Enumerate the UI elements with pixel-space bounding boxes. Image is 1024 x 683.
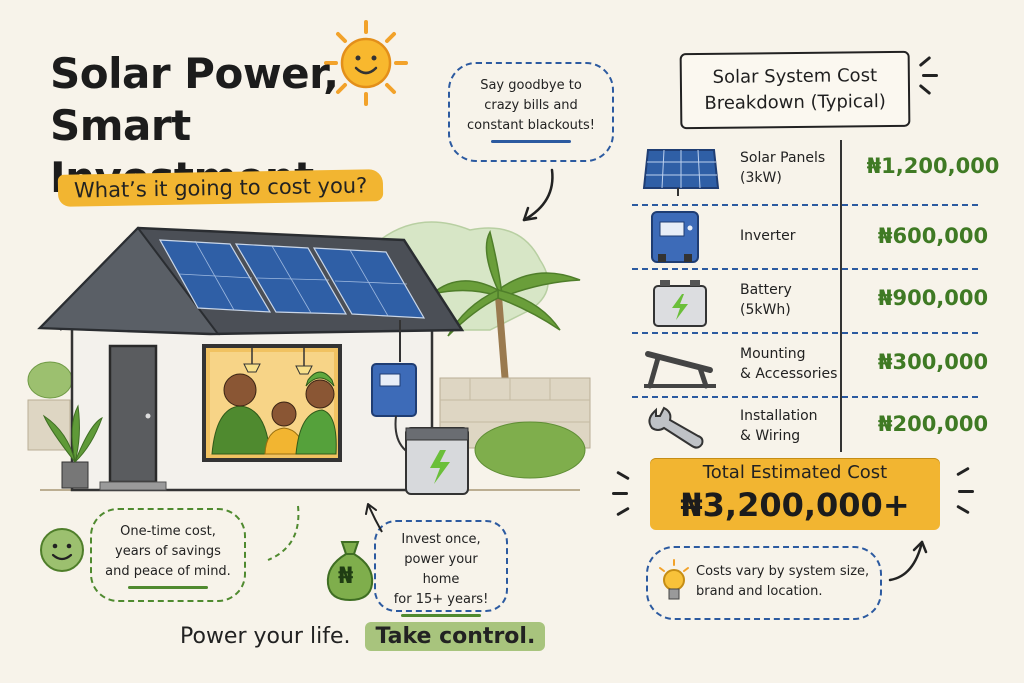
cost-note-bubble: Costs vary by system size, brand and loc… bbox=[646, 546, 882, 620]
total-cost-box: Total Estimated Cost ₦3,200,000+ bbox=[650, 458, 940, 530]
savings-bubble: One-time cost, years of savings and peac… bbox=[90, 508, 246, 602]
cost-amount: ₦1,200,000 bbox=[866, 154, 1000, 178]
row-divider bbox=[632, 204, 978, 206]
money-bag-icon bbox=[326, 541, 374, 602]
arrow-icon bbox=[522, 168, 554, 222]
wrench-icon bbox=[648, 406, 704, 449]
money-bag-symbol: ₦ bbox=[338, 564, 354, 589]
house-illustration bbox=[27, 221, 591, 495]
blackouts-bubble: Say goodbye to crazy bills and constant … bbox=[448, 62, 614, 162]
total-label: Total Estimated Cost bbox=[702, 462, 888, 483]
row-divider bbox=[632, 268, 978, 270]
dashed-arrow-icon bbox=[267, 505, 300, 561]
smiley-face-icon bbox=[40, 528, 84, 572]
cost-row-solar-panels: Solar Panels (3kW) ₦1,200,000 bbox=[640, 140, 999, 202]
cost-row-mounting: Mounting & Accessories ₦300,000 bbox=[640, 336, 990, 398]
cost-row-installation: Installation & Wiring ₦200,000 bbox=[640, 398, 990, 460]
lightbulb-icon bbox=[659, 559, 689, 600]
tagline-part1: Power your life. bbox=[180, 624, 351, 649]
breakdown-title: Solar System Cost Breakdown (Typical) bbox=[679, 50, 911, 130]
cost-row-inverter: Inverter ₦600,000 bbox=[640, 206, 990, 268]
row-divider bbox=[632, 332, 978, 334]
cost-amount: ₦200,000 bbox=[877, 412, 989, 436]
cost-row-battery: Battery (5kWh) ₦900,000 bbox=[640, 272, 990, 334]
subtitle-highlight: What’s it going to cost you? bbox=[57, 169, 384, 207]
battery-icon bbox=[653, 280, 707, 327]
row-divider bbox=[632, 396, 978, 398]
total-amount: ₦3,200,000+ bbox=[680, 486, 910, 524]
curved-arrow-icon bbox=[888, 540, 928, 582]
mounting-icon bbox=[644, 351, 716, 389]
inverter-icon bbox=[651, 211, 699, 263]
headline-line1: Solar Power, bbox=[50, 49, 339, 98]
solar-panel-icon bbox=[642, 149, 720, 196]
column-divider bbox=[840, 140, 842, 452]
cost-amount: ₦900,000 bbox=[877, 286, 989, 310]
invest-bubble: Invest once, power your home for 15+ yea… bbox=[374, 520, 508, 617]
up-arrow-icon bbox=[365, 503, 383, 533]
cost-amount: ₦600,000 bbox=[877, 224, 989, 248]
cost-amount: ₦300,000 bbox=[877, 350, 989, 374]
tagline: Power your life. Take control. bbox=[180, 622, 546, 651]
tagline-part2: Take control. bbox=[365, 622, 546, 651]
smiling-sun-icon bbox=[324, 20, 408, 106]
